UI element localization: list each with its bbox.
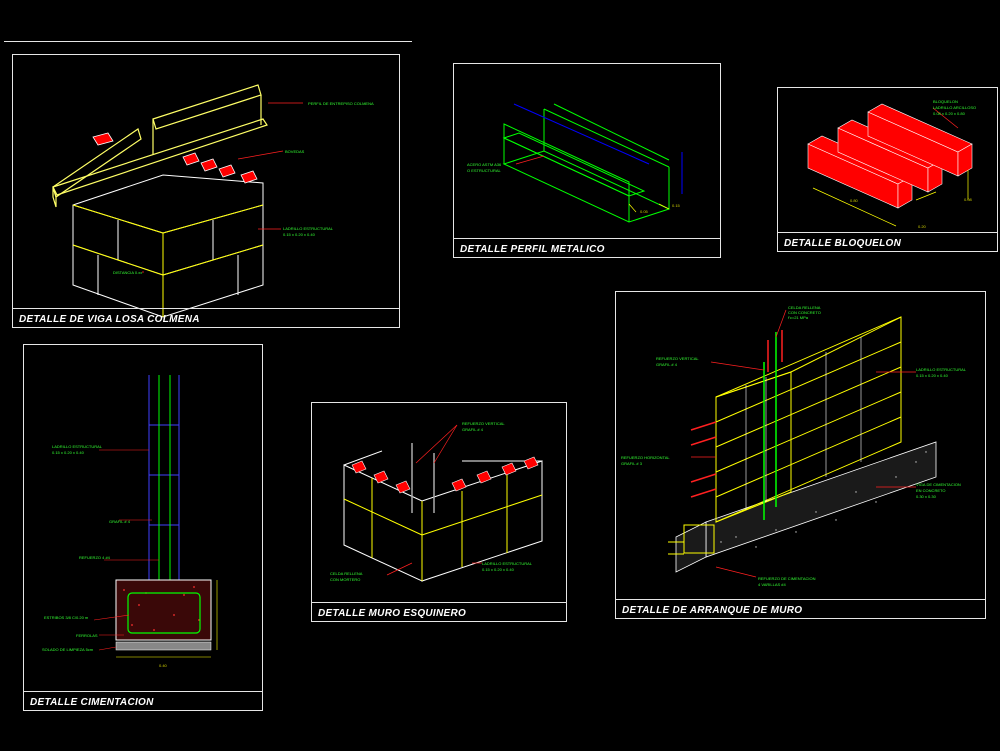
panel-muro-esquinero: REFUERZO VERTICAL GRAFIL # 4 CELDA RELLE… bbox=[311, 402, 567, 622]
label-refuerzo-vertical-2: GRAFIL # 4 bbox=[462, 427, 484, 432]
panel-arranque-muro: CELDA RELLENA CON CONCRETO f'c=21 MPa RE… bbox=[615, 291, 986, 619]
bloquelon-drawing: BLOQUELON LADRILLO ARCILLOSO 0.08 x 0.20… bbox=[807, 99, 976, 229]
label-ladrillo-2: 0.15 x 0.20 x 0.40 bbox=[916, 373, 949, 378]
label-bovedas: BOVEDAS bbox=[285, 149, 305, 154]
label-ladrillo-dim: 0.15 x 0.20 x 0.40 bbox=[283, 232, 316, 237]
arranque-drawing: CELDA RELLENA CON CONCRETO f'c=21 MPa RE… bbox=[621, 305, 967, 587]
panel-title: DETALLE PERFIL METALICO bbox=[460, 244, 605, 255]
viga-drawing: PERFIL DE ENTREPISO COLMENA BOVEDAS LADR… bbox=[52, 84, 374, 318]
title-bar: DETALLE PERFIL METALICO bbox=[454, 238, 720, 257]
title-bar: DETALLE BLOQUELON bbox=[778, 232, 997, 251]
label-ladrillo-2: 0.15 x 0.20 x 0.40 bbox=[482, 567, 515, 572]
label-solado: SOLADO DE LIMPIEZA 5cm bbox=[42, 647, 94, 652]
label-ladrillo-2: 0.15 x 0.20 x 0.40 bbox=[52, 450, 85, 455]
label-grafil: GRAFIL # 4 bbox=[109, 519, 131, 524]
panel-perfil-metalico: ACERO ASTM A36 O ESTRUCTURAL 0.05 0.15 D… bbox=[453, 63, 721, 258]
title-bar: DETALLE CIMENTACION bbox=[24, 691, 262, 710]
label-ferrolas: FERROLAS bbox=[76, 633, 98, 638]
panel-title: DETALLE CIMENTACION bbox=[30, 697, 154, 708]
footing bbox=[115, 579, 212, 641]
label-refuerzo-vertical: REFUERZO VERTICAL bbox=[462, 421, 505, 426]
title-bar: DETALLE DE VIGA LOSA COLMENA bbox=[13, 308, 399, 327]
label-celda: CELDA RELLENA bbox=[330, 571, 363, 576]
panel-cimentacion: LADRILLO ESTRUCTURAL 0.15 x 0.20 x 0.40 … bbox=[23, 344, 263, 711]
label-bloquelon-2: LADRILLO ARCILLOSO bbox=[933, 105, 976, 110]
panel-title: DETALLE DE VIGA LOSA COLMENA bbox=[19, 314, 200, 325]
label-perfil-entrepiso: PERFIL DE ENTREPISO COLMENA bbox=[308, 101, 374, 106]
label-celda: CELDA RELLENA bbox=[788, 305, 821, 310]
panel-bloquelon: BLOQUELON LADRILLO ARCILLOSO 0.08 x 0.20… bbox=[777, 87, 998, 252]
dim-1: 0.80 bbox=[850, 198, 859, 203]
top-divider-line bbox=[4, 41, 412, 42]
label-refuerzo-viga-2: 4 VARILLAS #4 bbox=[758, 582, 786, 587]
label-acero: ACERO ASTM A36 bbox=[467, 162, 502, 167]
label-ladrillo: LADRILLO ESTRUCTURAL bbox=[52, 444, 103, 449]
label-ladrillo: LADRILLO ESTRUCTURAL bbox=[482, 561, 533, 566]
label-celda-3: f'c=21 MPa bbox=[788, 315, 809, 320]
label-viga: VIGA DE CIMENTACION bbox=[916, 482, 961, 487]
label-refuerzo-horizontal: REFUERZO HORIZONTAL bbox=[621, 455, 670, 460]
perfil-drawing: ACERO ASTM A36 O ESTRUCTURAL 0.05 0.15 bbox=[467, 103, 683, 223]
label-refuerzo-vertical-2: GRAFIL # 4 bbox=[656, 362, 678, 367]
label-celda-2: CON CONCRETO bbox=[788, 310, 821, 315]
panel-title: DETALLE MURO ESQUINERO bbox=[318, 608, 467, 619]
label-ladrillo: LADRILLO ESTRUCTURAL bbox=[916, 367, 967, 372]
label-refuerzo: REFUERZO 4 #4 bbox=[79, 555, 111, 560]
label-estribos: ESTRIBOS 3/8 C/0.20 m bbox=[44, 615, 89, 620]
label-bloquelon: BLOQUELON bbox=[933, 99, 958, 104]
title-bar: DETALLE DE ARRANQUE DE MURO bbox=[616, 599, 985, 618]
label-viga-2: EN CONCRETO bbox=[916, 488, 945, 493]
label-refuerzo-viga: REFUERZO DE CIMENTACION bbox=[758, 576, 816, 581]
cimentacion-drawing: LADRILLO ESTRUCTURAL 0.15 x 0.20 x 0.40 … bbox=[42, 375, 218, 668]
dim-2: 0.15 bbox=[672, 203, 681, 208]
label-distancia: DISTANCIA 0.xx bbox=[113, 270, 142, 275]
label-celda-2: CON MORTERO bbox=[330, 577, 360, 582]
dim-base: 0.40 bbox=[159, 663, 168, 668]
muro-esquinero-drawing: REFUERZO VERTICAL GRAFIL # 4 CELDA RELLE… bbox=[330, 421, 543, 582]
label-bloquelon-3: 0.08 x 0.20 x 0.80 bbox=[933, 111, 966, 116]
label-viga-3: 0.30 x 0.30 bbox=[916, 494, 937, 499]
panel-title: DETALLE BLOQUELON bbox=[784, 238, 902, 249]
label-ladrillo: LADRILLO ESTRUCTURAL bbox=[283, 226, 334, 231]
label-acero-2: O ESTRUCTURAL bbox=[467, 168, 502, 173]
title-bar: DETALLE MURO ESQUINERO bbox=[312, 602, 566, 621]
dim-2: 0.20 bbox=[918, 224, 927, 229]
panel-viga-losa-colmena: PERFIL DE ENTREPISO COLMENA BOVEDAS LADR… bbox=[12, 54, 400, 328]
label-refuerzo-horizontal-2: GRAFIL # 3 bbox=[621, 461, 643, 466]
label-refuerzo-vertical: REFUERZO VERTICAL bbox=[656, 356, 699, 361]
dim-3: 0.08 bbox=[964, 197, 973, 202]
panel-title: DETALLE DE ARRANQUE DE MURO bbox=[622, 605, 803, 616]
dim-1: 0.05 bbox=[640, 209, 649, 214]
